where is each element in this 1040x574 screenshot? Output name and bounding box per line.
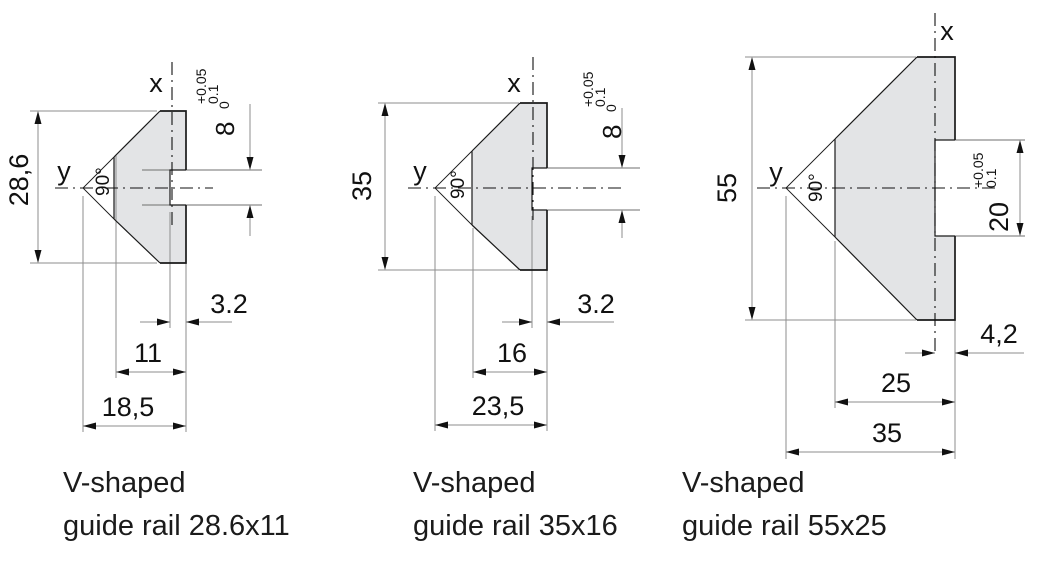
dim-apex-to-face: 23,5 [472, 391, 525, 421]
axis-x-label: x [940, 16, 954, 46]
caption-line1: V-shaped [413, 467, 536, 499]
axis-y-label: y [57, 156, 71, 186]
arrowheads [381, 103, 626, 429]
dim-slot-width-block: 20 +0.05 0.1 [970, 152, 1014, 232]
tolerance-lower: 0 [603, 104, 619, 112]
caption-line2: guide rail 28.6x11 [63, 510, 290, 542]
slot-extension-lines [955, 139, 1025, 237]
tolerance-mid: 0.1 [205, 84, 221, 104]
dim-groove-depth: 3.2 [210, 289, 248, 319]
rail-outline [520, 102, 548, 271]
dim-overall-height: 55 [712, 173, 742, 203]
centerlines [757, 13, 1000, 353]
rail-outline [917, 56, 956, 321]
dim-slot-width: 20 [984, 202, 1014, 232]
rail-outline [160, 110, 187, 264]
axis-y-label: y [413, 156, 427, 186]
dim-groove-depth: 4,2 [980, 319, 1018, 349]
arrowheads [34, 111, 254, 430]
centerlines [55, 62, 213, 225]
dim-overall-height: 28,6 [4, 154, 34, 207]
dim-apex-to-face: 18,5 [102, 392, 155, 422]
angle-label: 90° [806, 173, 827, 202]
caption-line1: V-shaped [63, 467, 186, 499]
dimension-lines [751, 61, 1024, 453]
dim-slot-width-block: 8 +0.05 0.1 0 [580, 71, 627, 139]
dimension-lines [384, 107, 623, 426]
extension-lines [745, 56, 956, 459]
rail-bevel-edges [471, 102, 521, 271]
angle-label: 90° [93, 167, 114, 196]
tolerance-upper: +0.05 [970, 152, 986, 188]
tolerance-upper: +0.05 [580, 71, 596, 107]
slot-extension-lines [142, 169, 262, 206]
dim-slot-width-block: 8 +0.05 0.1 0 [193, 68, 240, 136]
groove-outline [531, 167, 547, 211]
caption-line1: V-shaped [682, 467, 805, 499]
angle-label: 90° [448, 170, 469, 199]
dim-slot-width: 8 [597, 125, 627, 139]
groove-outline [169, 169, 186, 206]
slot-extension-lines [547, 167, 640, 211]
drawing-v-rail-28-6x11: x y 28,6 90° 8 +0.05 0.1 0 3.2 11 18,5 V… [4, 62, 290, 542]
drawing-v-rail-35x16: x y 35 90° 8 +0.05 0.1 0 3.2 16 23,5 V-s… [347, 57, 640, 542]
drawing-v-rail-55x25: x y 55 90° 20 +0.05 0.1 4,2 25 35 V-shap… [682, 13, 1025, 542]
extension-lines [30, 110, 187, 432]
tolerance-mid: 0.1 [592, 87, 608, 107]
axis-x-label: x [507, 68, 521, 98]
caption-line2: guide rail 55x25 [682, 510, 887, 542]
tolerance-lower: 0 [216, 101, 232, 109]
extension-lines [378, 102, 548, 431]
rail-cross-section [472, 103, 547, 270]
tolerance-upper: +0.05 [193, 68, 209, 104]
dim-slot-width: 8 [210, 122, 240, 136]
dimension-lines [37, 104, 251, 427]
centerlines [408, 57, 621, 222]
caption-line2: guide rail 35x16 [413, 510, 618, 542]
dim-overall-height: 35 [347, 171, 377, 201]
axis-x-label: x [149, 68, 163, 98]
arrowheads [748, 57, 1024, 456]
axis-y-label: y [769, 157, 783, 187]
rail-cross-section [114, 111, 186, 263]
dim-flat-to-face: 25 [881, 368, 911, 398]
dim-flat-to-face: 16 [497, 338, 527, 368]
tolerance-mid: 0.1 [983, 168, 999, 188]
dim-groove-depth: 3.2 [577, 289, 615, 319]
dim-apex-to-face: 35 [872, 418, 902, 448]
dim-flat-to-face: 11 [134, 338, 162, 368]
